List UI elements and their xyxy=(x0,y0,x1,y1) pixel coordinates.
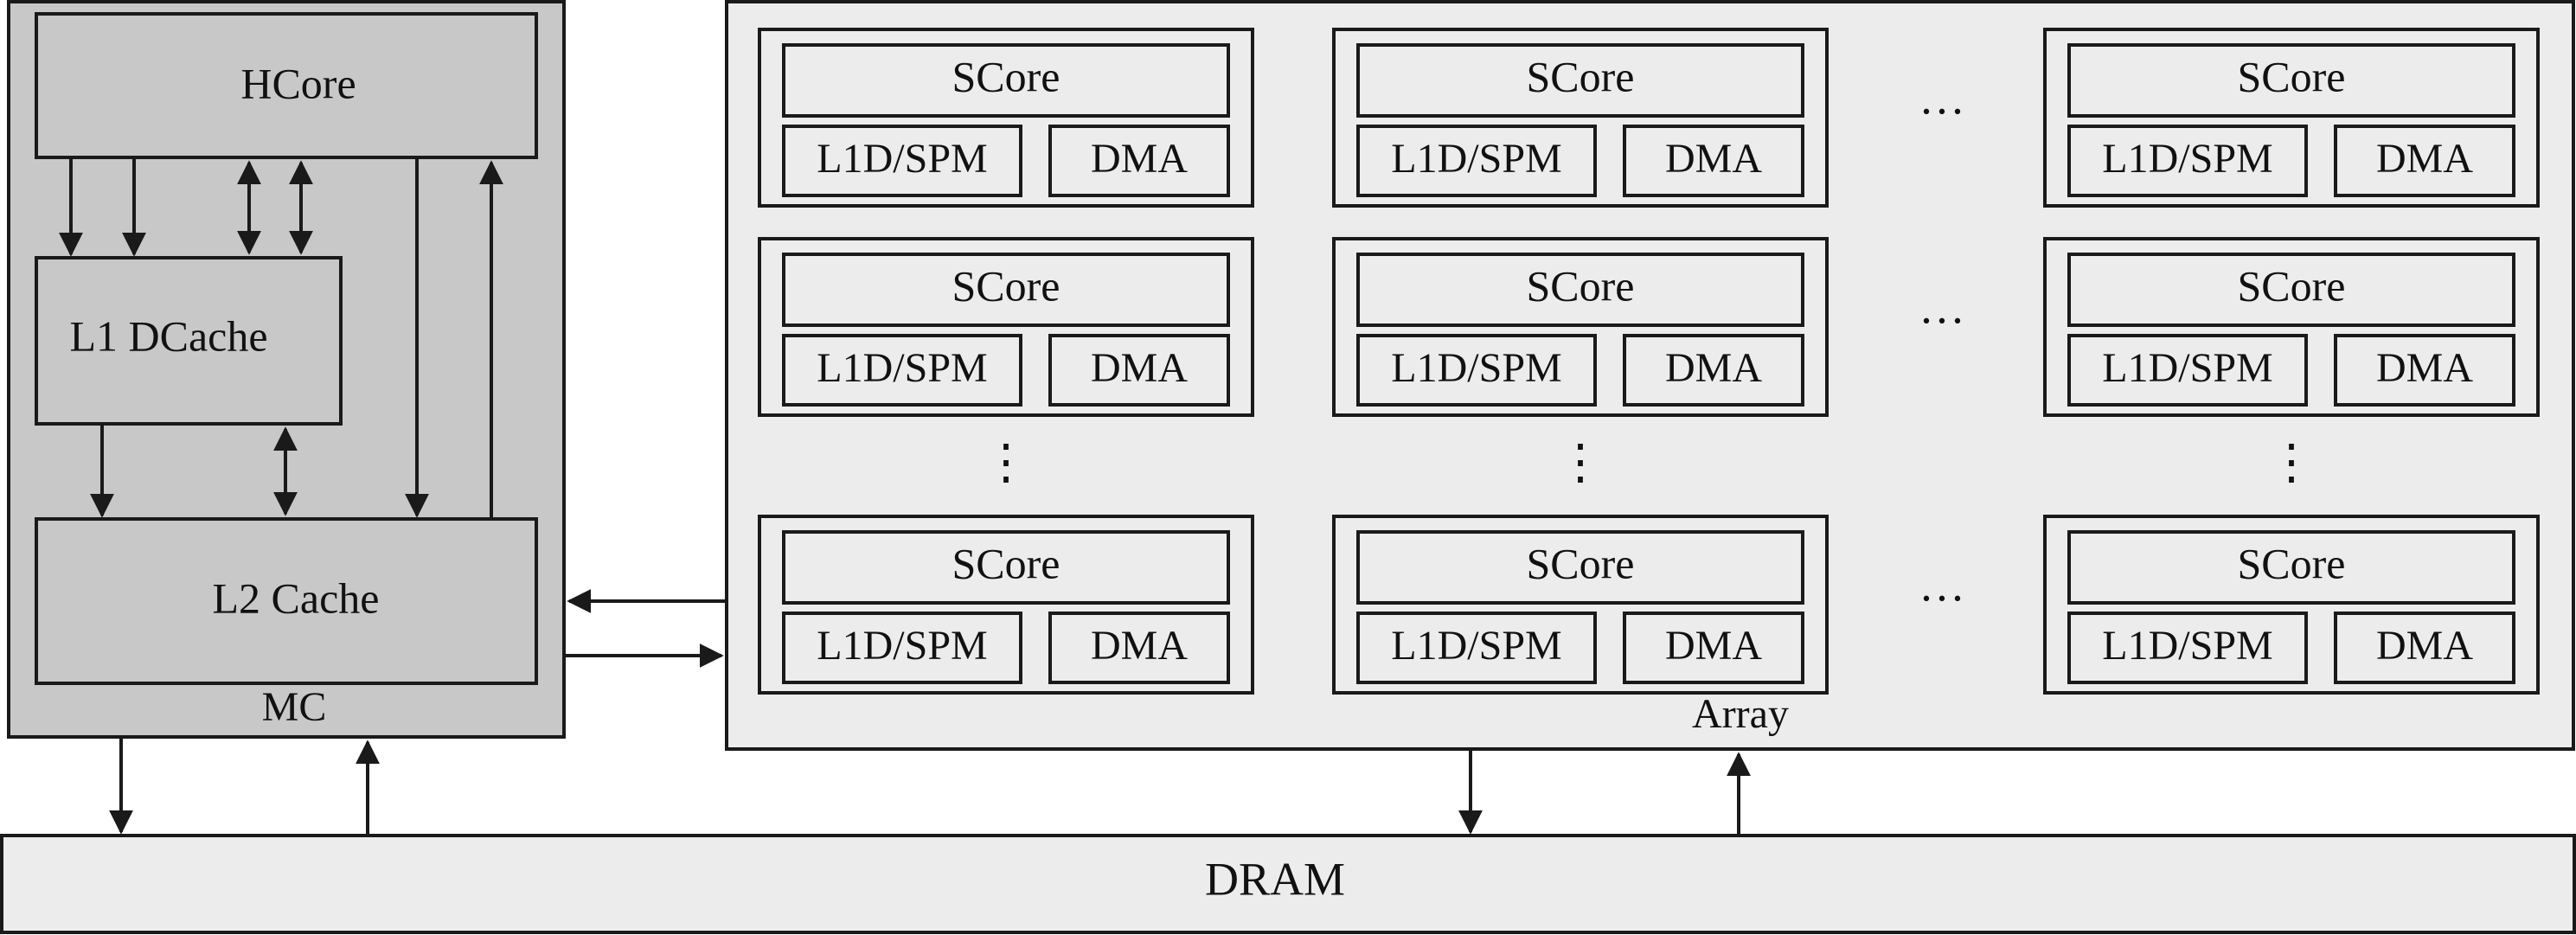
horizontal-ellipsis: ··· xyxy=(1919,294,1965,346)
score-label: SCore xyxy=(2238,52,2346,100)
mc-block: HCore L1 DCache L2 Cache MC xyxy=(7,0,566,739)
vertical-ellipsis: ⋮ xyxy=(2267,436,2316,490)
dma-label: DMA xyxy=(2376,345,2473,391)
l1d-spm-label: L1D/SPM xyxy=(2102,136,2272,182)
l2-cache-label: L2 Cache xyxy=(213,573,380,622)
score-label: SCore xyxy=(952,539,1061,587)
score-box xyxy=(782,530,1230,605)
horizontal-ellipsis: ··· xyxy=(1919,572,1965,624)
l1d-spm-box xyxy=(1356,334,1597,407)
score-box xyxy=(1356,253,1804,327)
l1d-spm-box xyxy=(1356,612,1597,684)
l1d-spm-box xyxy=(782,125,1022,197)
dram-box xyxy=(0,834,2576,934)
l1d-spm-box xyxy=(782,612,1022,684)
score-box xyxy=(782,43,1230,118)
score-label: SCore xyxy=(952,52,1061,100)
score-label: SCore xyxy=(1527,261,1635,310)
score-box xyxy=(2067,43,2515,118)
horizontal-ellipsis: ··· xyxy=(1919,85,1965,137)
dma-label: DMA xyxy=(2376,623,2473,669)
hcore-box xyxy=(35,12,538,159)
vertical-ellipsis: ⋮ xyxy=(982,436,1030,490)
score-box xyxy=(1356,530,1804,605)
mc-array-arrows xyxy=(566,589,725,668)
dram-label: DRAM xyxy=(1205,853,1345,905)
score-label: SCore xyxy=(1527,539,1635,587)
mc-label: MC xyxy=(262,684,327,730)
score-label: SCore xyxy=(2238,261,2346,310)
l1d-spm-label: L1D/SPM xyxy=(1391,345,1561,391)
dma-box xyxy=(2334,612,2515,684)
dma-label: DMA xyxy=(1091,623,1188,669)
l1-dcache-box xyxy=(35,256,343,426)
hcore-label: HCore xyxy=(240,59,356,107)
vertical-ellipsis: ⋮ xyxy=(1556,436,1605,490)
dma-label: DMA xyxy=(2376,136,2473,182)
l1d-spm-box xyxy=(1356,125,1597,197)
l1d-spm-label: L1D/SPM xyxy=(817,345,987,391)
mc-arrows xyxy=(59,159,503,518)
dma-label: DMA xyxy=(1665,136,1762,182)
l1d-spm-box xyxy=(782,334,1022,407)
dma-label: DMA xyxy=(1665,623,1762,669)
l1d-spm-label: L1D/SPM xyxy=(1391,623,1561,669)
l1d-spm-label: L1D/SPM xyxy=(817,623,987,669)
array-label: Array xyxy=(1692,691,1789,737)
dma-box xyxy=(2334,334,2515,407)
l1d-spm-label: L1D/SPM xyxy=(817,136,987,182)
l1d-spm-box xyxy=(2067,334,2308,407)
l1d-spm-label: L1D/SPM xyxy=(2102,623,2272,669)
score-label: SCore xyxy=(2238,539,2346,587)
dma-box xyxy=(1623,612,1804,684)
dma-box xyxy=(2334,125,2515,197)
dma-label: DMA xyxy=(1091,345,1188,391)
dma-box xyxy=(1048,334,1230,407)
score-box xyxy=(782,253,1230,327)
score-label: SCore xyxy=(952,261,1061,310)
l1d-spm-box xyxy=(2067,125,2308,197)
l1d-spm-label: L1D/SPM xyxy=(2102,345,2272,391)
score-box xyxy=(1356,43,1804,118)
l1-dcache-label: L1 DCache xyxy=(69,311,267,360)
dram-arrows xyxy=(109,739,1751,835)
dma-box xyxy=(1623,334,1804,407)
score-box xyxy=(2067,253,2515,327)
dma-box xyxy=(1048,125,1230,197)
score-box xyxy=(2067,530,2515,605)
dma-box xyxy=(1048,612,1230,684)
l1d-spm-label: L1D/SPM xyxy=(1391,136,1561,182)
dma-box xyxy=(1623,125,1804,197)
dma-label: DMA xyxy=(1091,136,1188,182)
dram-block: DRAM xyxy=(0,834,2576,934)
score-label: SCore xyxy=(1527,52,1635,100)
dma-label: DMA xyxy=(1665,345,1762,391)
l2-cache-box xyxy=(35,517,538,685)
l1d-spm-box xyxy=(2067,612,2308,684)
